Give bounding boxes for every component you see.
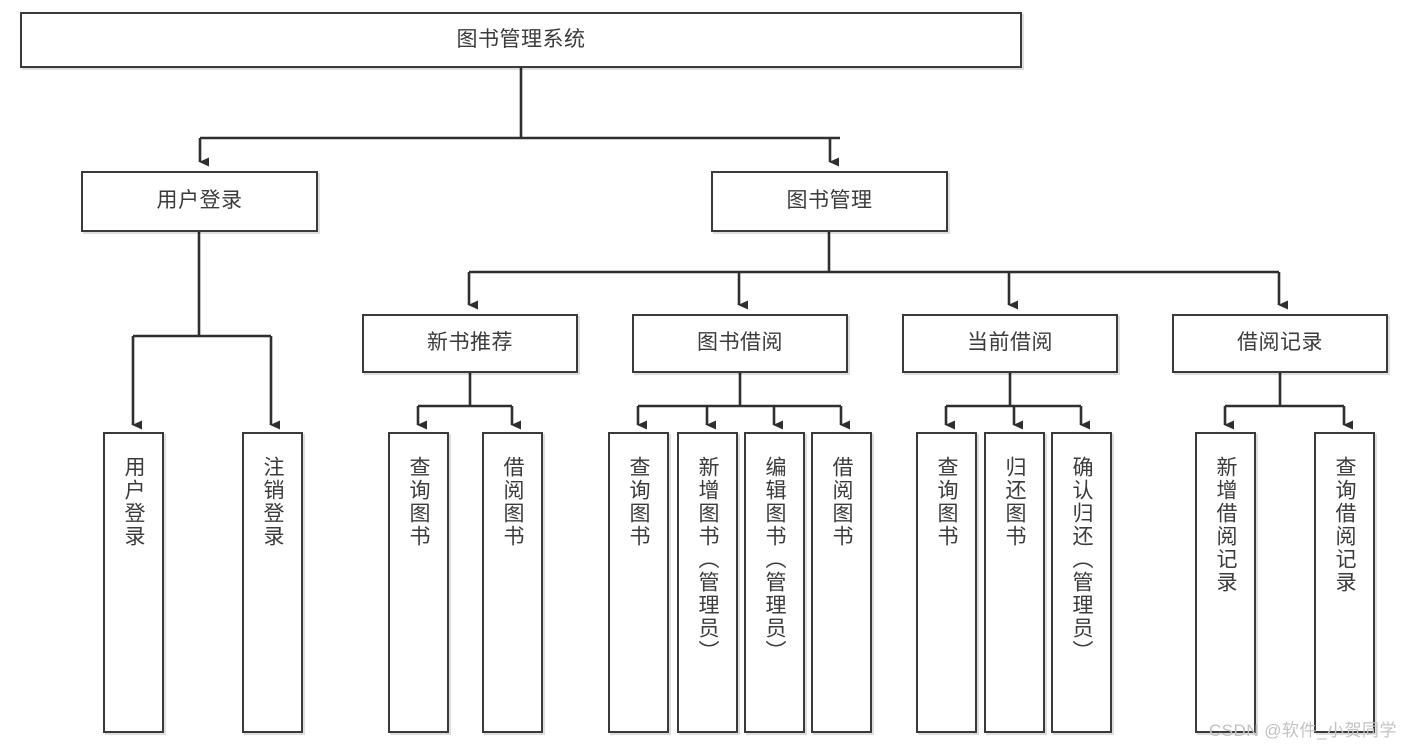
- leaf-query-book[interactable]: 查询图书: [608, 432, 669, 733]
- leaf-query-book-label: 查询图书: [627, 456, 651, 548]
- node-borrow-record[interactable]: 借阅记录: [1172, 314, 1388, 373]
- node-current-borrow-label: 当前借阅: [967, 331, 1053, 355]
- leaf-edit-book-admin-label: 编辑图书（管理员）: [763, 456, 787, 663]
- watermark-text: CSDN @软件_小贺同学: [1208, 721, 1397, 740]
- leaf-borrow-book[interactable]: 借阅图书: [811, 432, 872, 733]
- leaf-user-login-label: 用户登录: [122, 456, 146, 548]
- node-new-book-recommend-label: 新书推荐: [427, 331, 513, 355]
- leaf-query-borrow-record[interactable]: 查询借阅记录: [1314, 432, 1375, 733]
- node-book-management[interactable]: 图书管理: [711, 171, 948, 232]
- leaf-return-book-label: 归还图书: [1003, 456, 1027, 548]
- leaf-query-book-recommend[interactable]: 查询图书: [388, 432, 449, 733]
- node-book-borrow[interactable]: 图书借阅: [632, 314, 848, 373]
- leaf-borrow-book-label: 借阅图书: [830, 456, 854, 548]
- node-root[interactable]: 图书管理系统: [20, 12, 1022, 68]
- leaf-user-login[interactable]: 用户登录: [103, 432, 164, 733]
- leaf-logout[interactable]: 注销登录: [242, 432, 303, 733]
- node-book-management-label: 图书管理: [786, 189, 873, 213]
- leaf-add-borrow-record-label: 新增借阅记录: [1214, 456, 1238, 594]
- leaf-query-book-current-label: 查询图书: [935, 456, 959, 548]
- leaf-confirm-return-admin-label: 确认归还（管理员）: [1070, 456, 1094, 663]
- leaf-add-book-admin[interactable]: 新增图书（管理员）: [677, 432, 738, 733]
- leaf-query-borrow-record-label: 查询借阅记录: [1333, 456, 1357, 594]
- leaf-return-book[interactable]: 归还图书: [984, 432, 1045, 733]
- node-new-book-recommend[interactable]: 新书推荐: [362, 314, 578, 373]
- leaf-add-borrow-record[interactable]: 新增借阅记录: [1195, 432, 1256, 733]
- leaf-logout-label: 注销登录: [261, 456, 285, 548]
- node-current-borrow[interactable]: 当前借阅: [902, 314, 1118, 373]
- leaf-confirm-return-admin[interactable]: 确认归还（管理员）: [1051, 432, 1112, 733]
- leaf-add-book-admin-label: 新增图书（管理员）: [696, 456, 720, 663]
- node-borrow-record-label: 借阅记录: [1237, 331, 1323, 355]
- leaf-borrow-book-recommend-label: 借阅图书: [501, 456, 525, 548]
- node-user-login-label: 用户登录: [156, 189, 243, 213]
- node-user-login[interactable]: 用户登录: [81, 171, 318, 232]
- node-book-borrow-label: 图书借阅: [697, 331, 783, 355]
- node-root-label: 图书管理系统: [456, 27, 586, 51]
- leaf-query-book-current[interactable]: 查询图书: [916, 432, 977, 733]
- leaf-edit-book-admin[interactable]: 编辑图书（管理员）: [744, 432, 805, 733]
- leaf-borrow-book-recommend[interactable]: 借阅图书: [482, 432, 543, 733]
- leaf-query-book-recommend-label: 查询图书: [407, 456, 431, 548]
